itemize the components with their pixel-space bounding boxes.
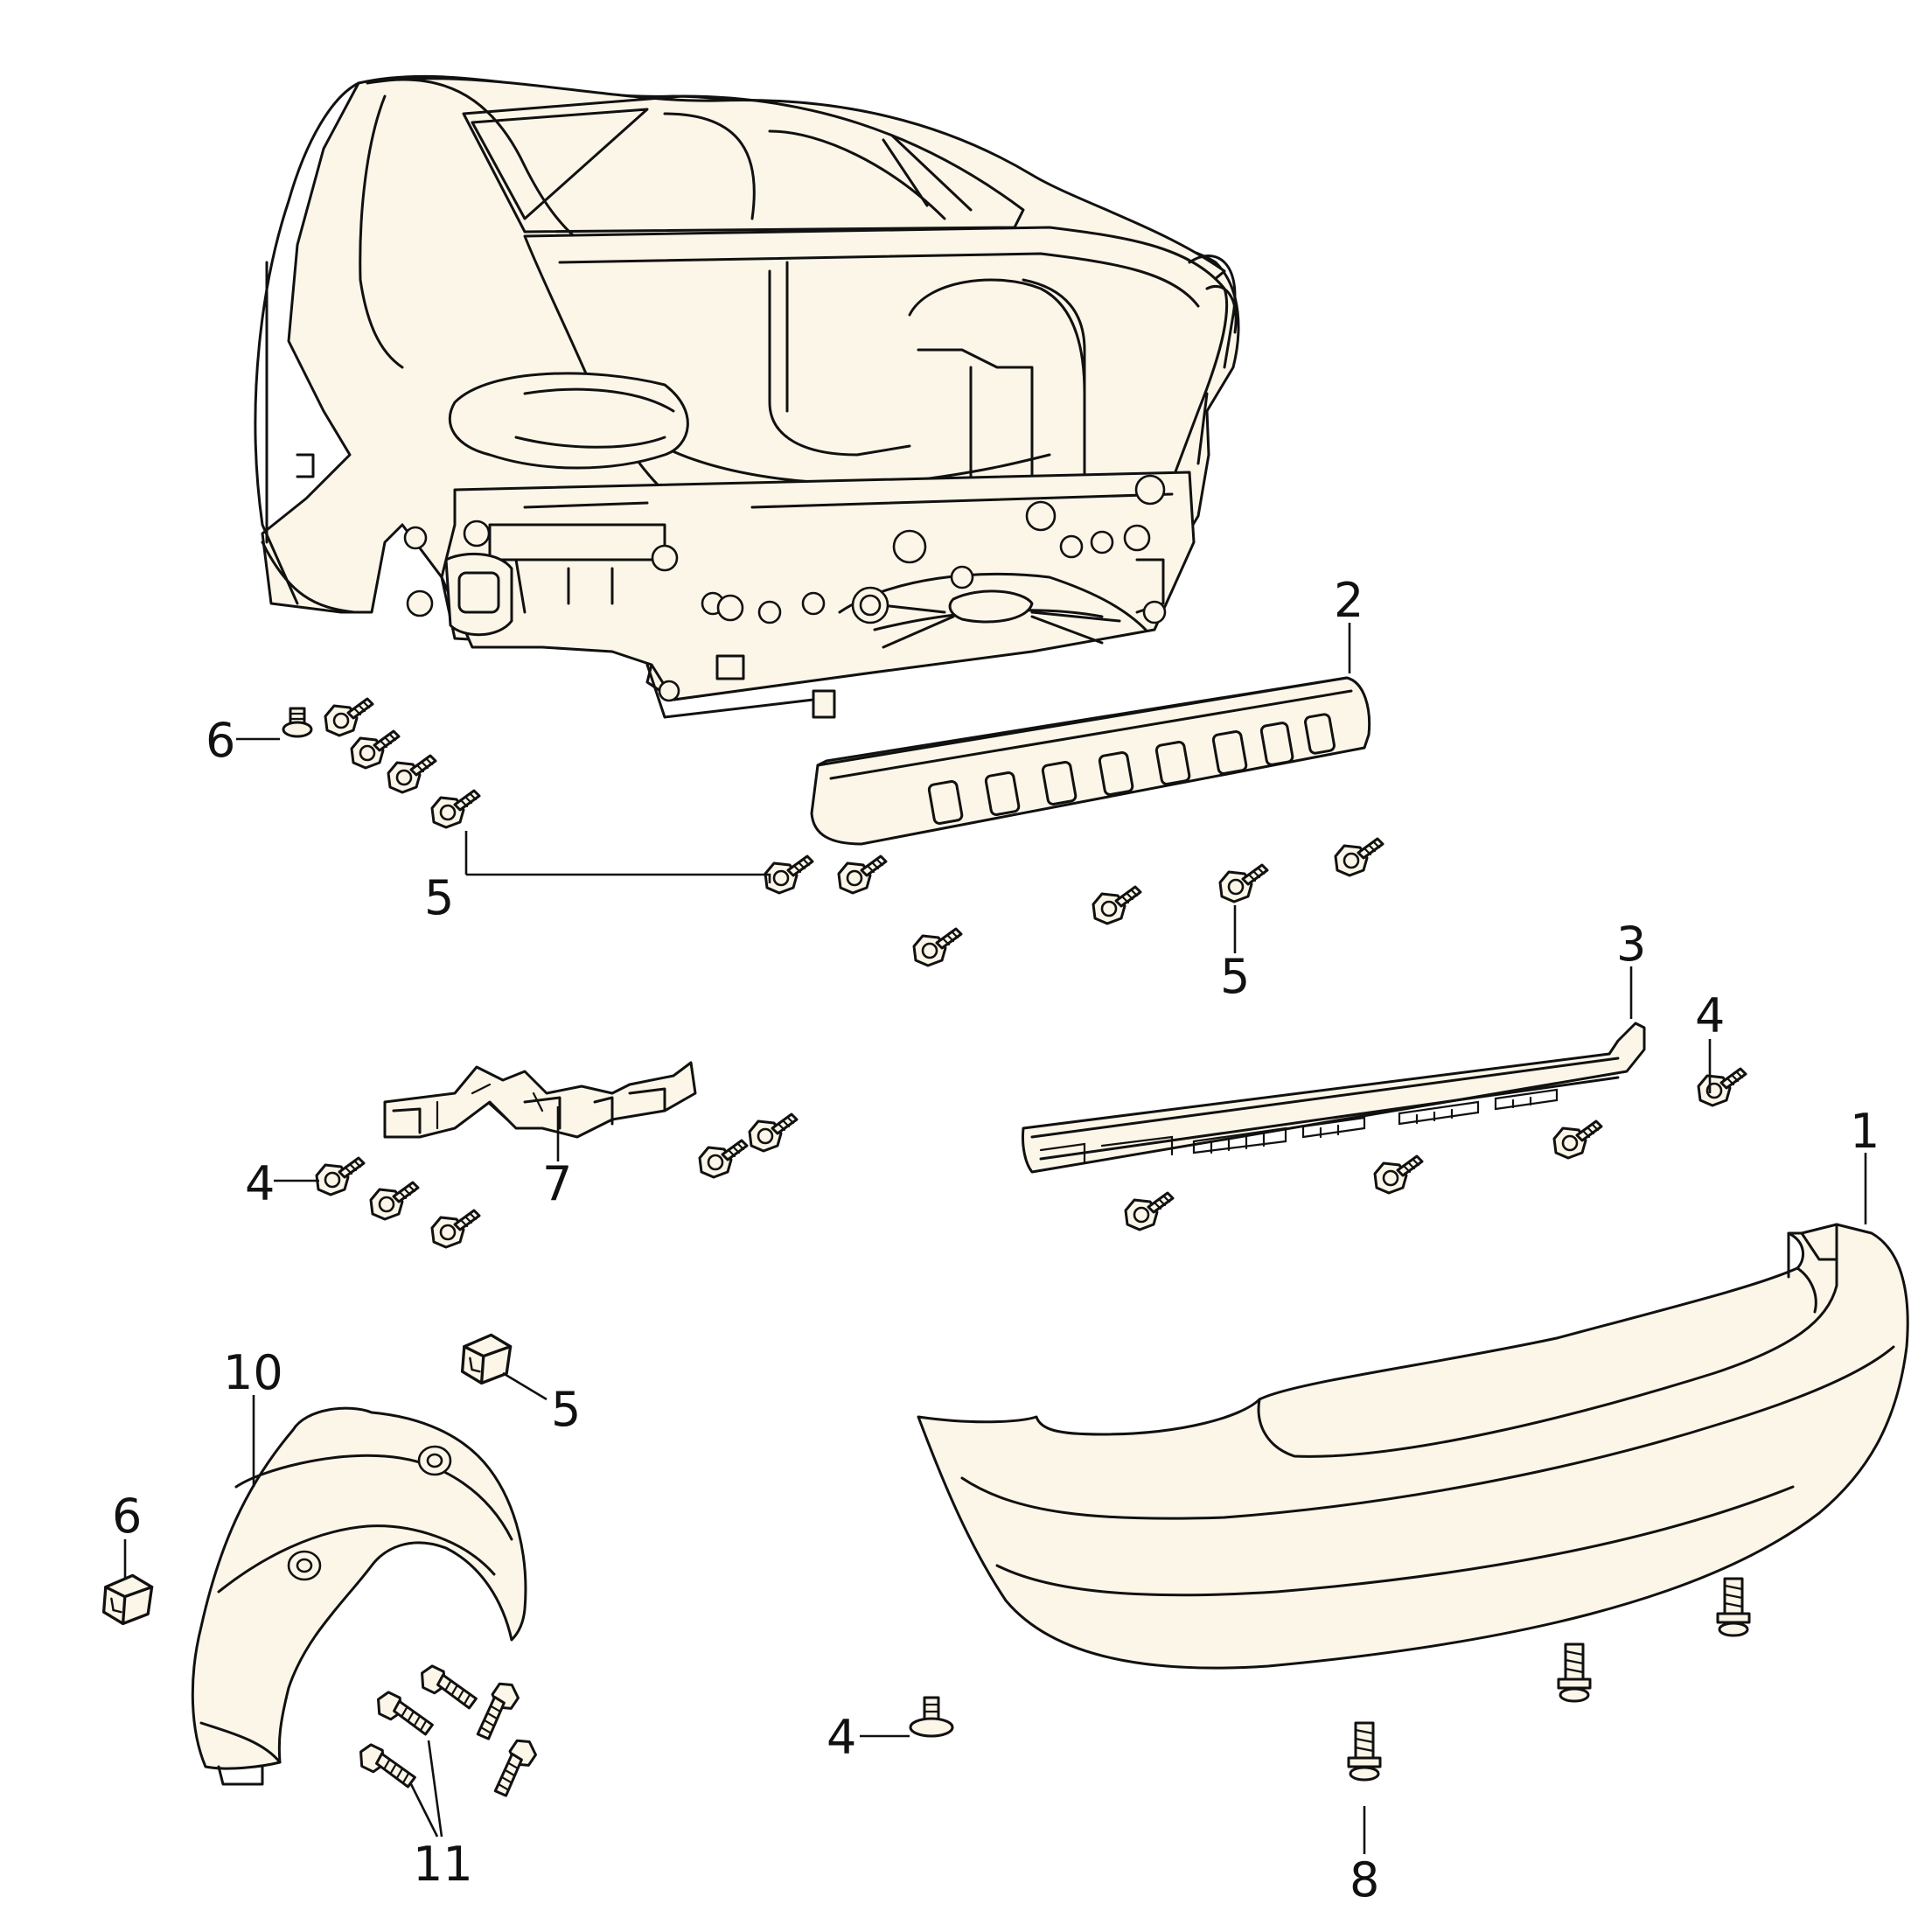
callouts: 2 3 4 1 6 5 5 4 7 10 5 6 4 11 8 [112, 573, 1880, 1908]
callout-8: 8 [1350, 1852, 1379, 1908]
wheel-housing-liner [191, 1406, 527, 1786]
bolt-group-top-left [324, 697, 481, 829]
clip-nut-6 [101, 1573, 154, 1626]
callout-5: 5 [551, 1382, 581, 1437]
callout-11: 11 [413, 1837, 473, 1892]
fastener-stud-6-top [282, 707, 313, 738]
callout-10: 10 [223, 1345, 283, 1400]
callout-1: 1 [1850, 1104, 1880, 1159]
callout-5: 5 [1220, 949, 1250, 1004]
callout-6: 6 [112, 1489, 142, 1544]
callout-2: 2 [1334, 573, 1364, 628]
callout-4: 4 [827, 1710, 856, 1765]
rear-body-shell [254, 74, 1240, 719]
callout-3: 3 [1616, 917, 1646, 972]
callout-5: 5 [424, 870, 454, 925]
bumper-cover [917, 1223, 1909, 1670]
callout-4: 4 [245, 1156, 275, 1211]
push-rivet-4 [909, 1696, 954, 1738]
bolt-group-top-row [764, 837, 1384, 967]
callout-6: 6 [206, 713, 235, 768]
leader-lines [123, 623, 1867, 1854]
side-bracket [383, 1061, 697, 1139]
callout-7: 7 [542, 1156, 572, 1211]
callout-4: 4 [1695, 988, 1725, 1043]
impact-absorber [810, 676, 1371, 846]
bumper-carrier [1022, 1022, 1646, 1174]
clip-nut-5 [460, 1333, 513, 1385]
screw-group-11 [354, 1663, 548, 1801]
